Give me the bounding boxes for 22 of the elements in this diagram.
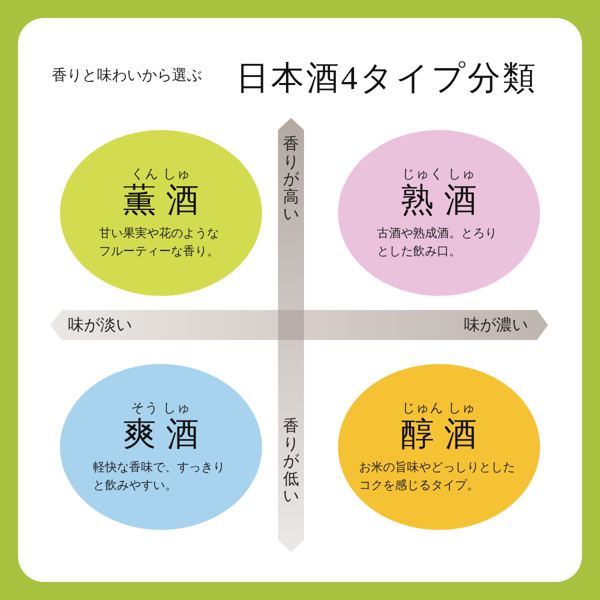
axis-label: 香りが高い: [283, 136, 299, 224]
subtitle: 香りと味わいから選ぶ: [52, 66, 202, 85]
title: 日本酒4タイプ分類: [236, 60, 538, 99]
sake-type-name: 爽酒: [123, 417, 209, 454]
sake-type-name: 薫酒: [123, 183, 209, 220]
sake-type-ellipse: [58, 362, 264, 532]
reading: そう しゅ: [130, 399, 192, 418]
sake-type-ellipse: [336, 362, 542, 532]
sake-type-name: 熟酒: [401, 183, 487, 220]
reading: じゅく しゅ: [402, 165, 476, 184]
description: 軽快な香味で、すっきりと飲みやすい。: [93, 458, 226, 494]
axis-label: 味が濃い: [464, 316, 528, 336]
reading: くん しゅ: [130, 165, 192, 184]
axis-label: 味が淡い: [68, 316, 132, 336]
description: 古酒や熟成酒。とろりとした飲み口。: [377, 224, 498, 260]
sake-type-ellipse: [58, 128, 264, 298]
axis-label: 香りが低い: [283, 418, 299, 506]
description: お米の旨味やどっしりとしたコクを感じるタイプ。: [359, 458, 516, 494]
sake-type-ellipse: [336, 128, 542, 298]
sake-type-name: 醇酒: [401, 417, 487, 454]
reading: じゅん しゅ: [402, 399, 476, 418]
description: 甘い果実や花のようなフルーティーな香り。: [99, 224, 220, 260]
